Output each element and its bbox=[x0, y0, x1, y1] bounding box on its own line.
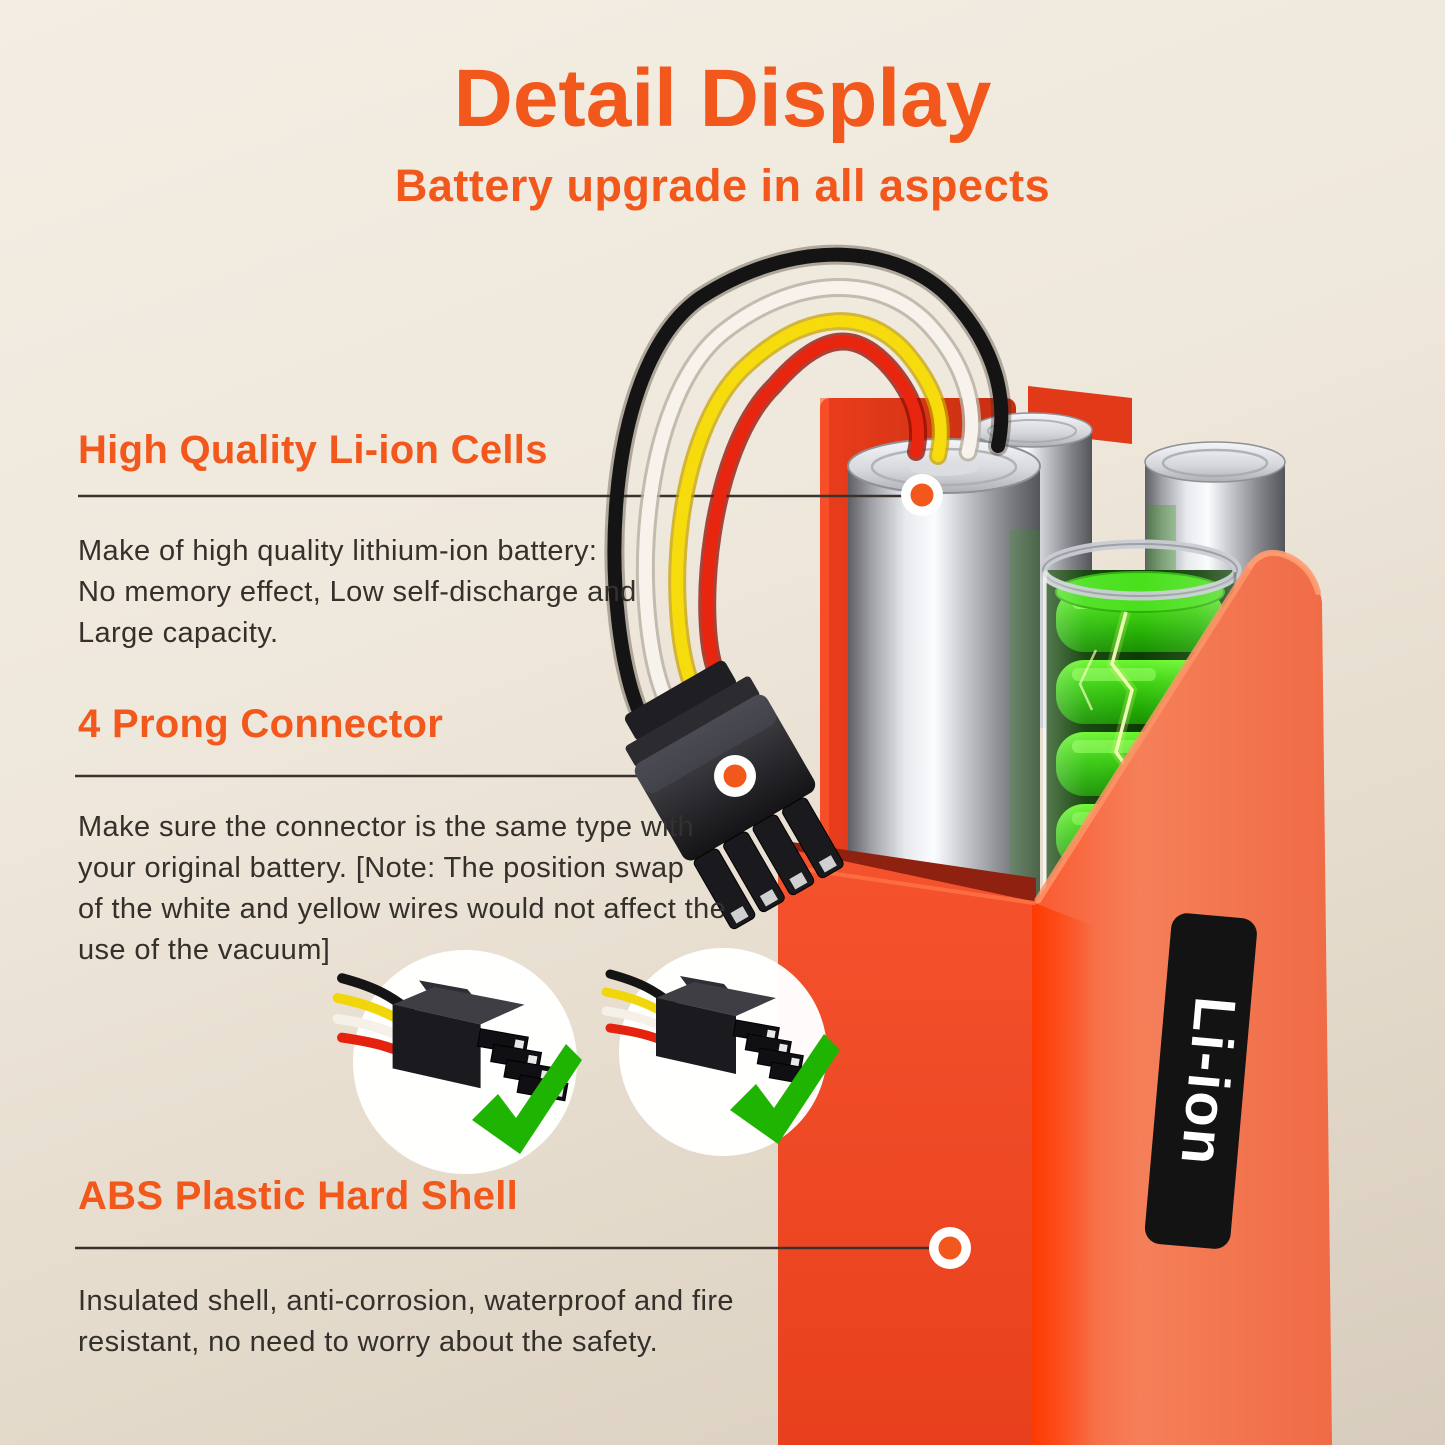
page-title: Detail Display bbox=[453, 53, 992, 144]
page-subtitle: Battery upgrade in all aspects bbox=[394, 160, 1051, 211]
wire-yellow bbox=[671, 315, 947, 692]
feature-body-shell: Insulated shell, anti-corrosion, waterpr… bbox=[78, 1281, 734, 1363]
connector-prongs bbox=[693, 797, 844, 930]
feature-section-connector: 4 Prong Connector Make sure the connecto… bbox=[78, 702, 726, 971]
feature-heading-connector: 4 Prong Connector bbox=[78, 702, 444, 746]
callout-dot-connector-icon bbox=[714, 755, 756, 797]
body-line: Make sure the connector is the same type… bbox=[78, 811, 695, 843]
body-line: No memory effect, Low self-discharge and bbox=[78, 576, 637, 608]
wire-white bbox=[638, 281, 979, 707]
callout-lines bbox=[75, 494, 922, 778]
wire-red bbox=[701, 335, 925, 678]
wire-black bbox=[607, 247, 1009, 721]
feature-body-cells: Make of high quality lithium-ion battery… bbox=[78, 531, 637, 654]
feature-section-cells: High Quality Li-ion Cells Make of high q… bbox=[78, 428, 637, 654]
battery-label: Li-ion bbox=[1144, 913, 1257, 1249]
connector-inset-right bbox=[606, 948, 840, 1156]
connector-inset-left bbox=[338, 950, 582, 1174]
wire-harness bbox=[604, 244, 1012, 724]
callout-dots bbox=[714, 474, 971, 1269]
body-line: Insulated shell, anti-corrosion, waterpr… bbox=[78, 1285, 734, 1317]
callout-dot-cells-icon bbox=[901, 474, 943, 516]
feature-section-shell: ABS Plastic Hard Shell Insulated shell, … bbox=[78, 1174, 734, 1363]
feature-body-connector: Make sure the connector is the same type… bbox=[78, 807, 726, 971]
callout-dot-shell-icon bbox=[929, 1227, 971, 1269]
feature-heading-shell: ABS Plastic Hard Shell bbox=[78, 1174, 519, 1218]
body-line: use of the vacuum] bbox=[78, 934, 331, 966]
shell-corner-highlight bbox=[1032, 902, 1094, 1445]
feature-heading-cells: High Quality Li-ion Cells bbox=[78, 428, 548, 472]
battery-label-text: Li-ion bbox=[1168, 994, 1248, 1169]
body-line: your original battery. [Note: The positi… bbox=[78, 852, 685, 884]
shell-front-face bbox=[778, 850, 1036, 1445]
body-line: resistant, no need to worry about the sa… bbox=[78, 1326, 659, 1358]
body-line: Large capacity. bbox=[78, 617, 279, 649]
body-line: of the white and yellow wires would not … bbox=[78, 893, 727, 925]
body-line: Make of high quality lithium-ion battery… bbox=[78, 535, 598, 567]
